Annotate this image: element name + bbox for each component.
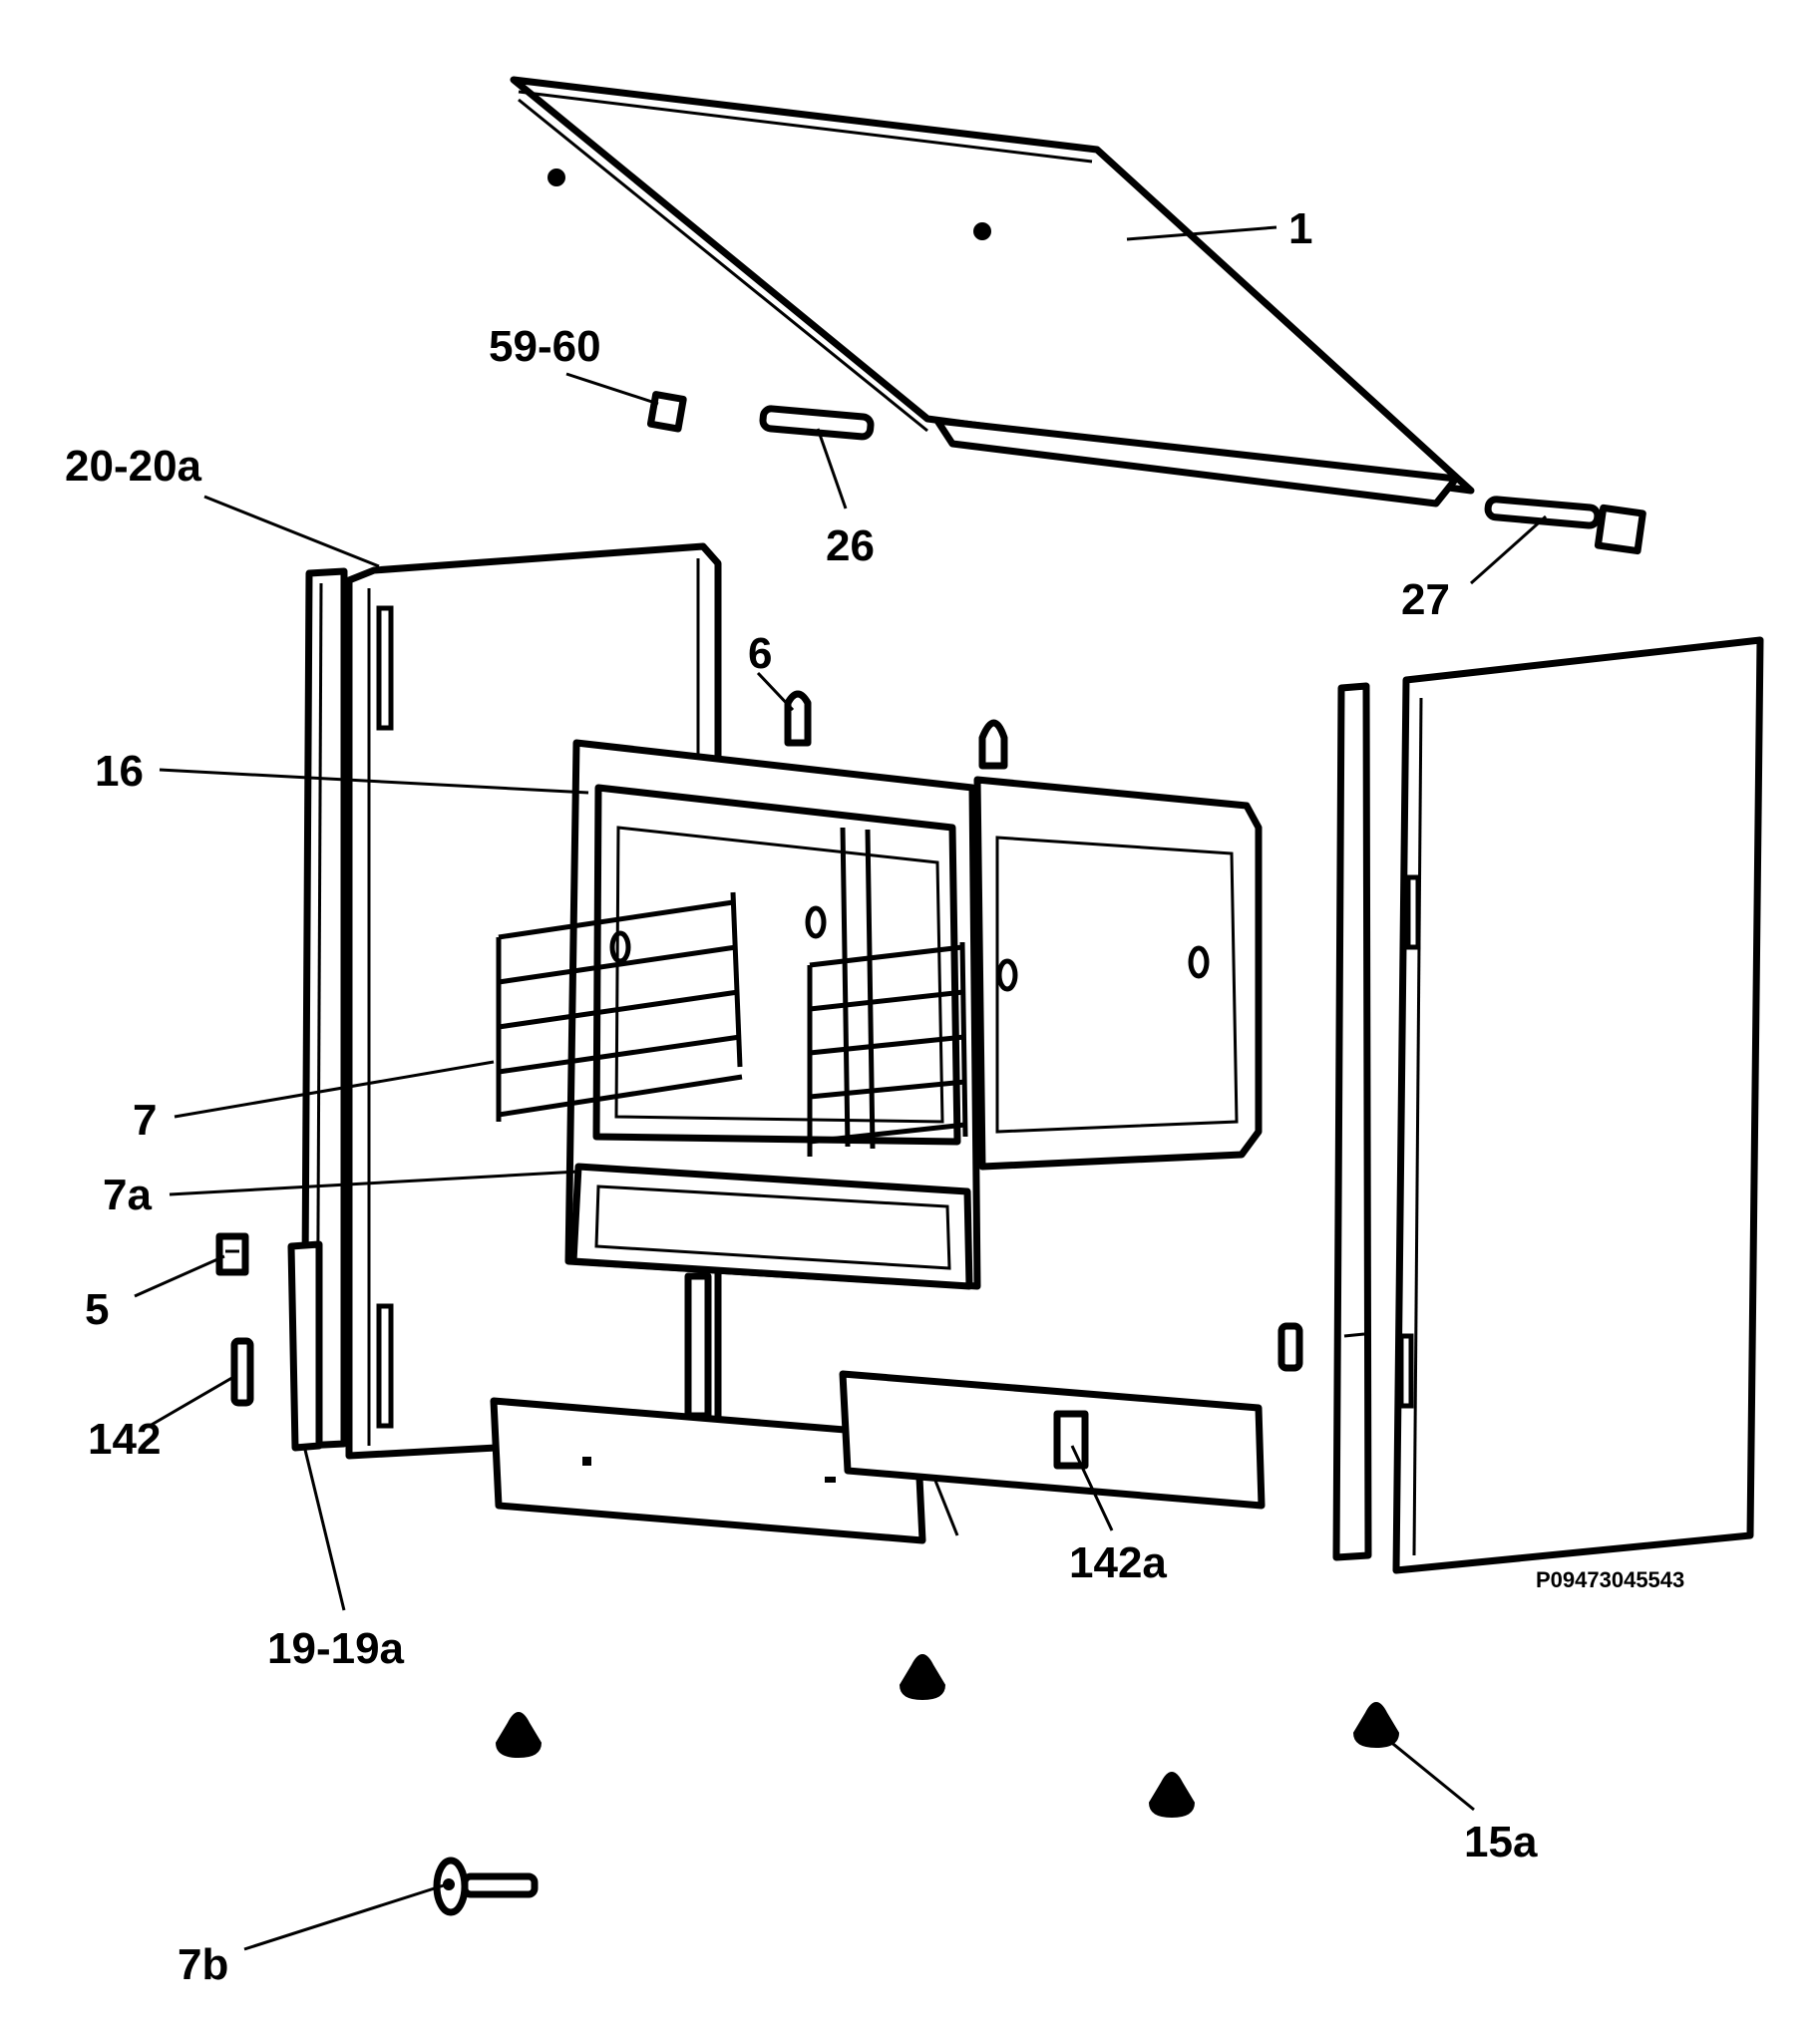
- adjustable-screw-7b: [433, 1857, 539, 1916]
- drawing-code: P09473045543: [1536, 1567, 1684, 1592]
- lower-front-panel-left: [490, 1397, 959, 1544]
- label-part-5: 5: [85, 1285, 109, 1334]
- label-part-1: 1: [1288, 204, 1312, 253]
- hinge-rod-26: [759, 405, 875, 441]
- foot: [899, 1654, 946, 1701]
- label-part-20-20a: 20-20a: [65, 442, 202, 491]
- label-part-7: 7: [133, 1096, 157, 1145]
- label-part-27: 27: [1401, 575, 1450, 624]
- label-part-6: 6: [748, 629, 772, 678]
- label-part-7a: 7a: [103, 1171, 152, 1219]
- right-side-rail: [1332, 682, 1372, 1561]
- oven-cavity: [564, 719, 1263, 1420]
- label-part-15a: 15a: [1464, 1818, 1538, 1866]
- label-part-59-60: 59-60: [489, 322, 601, 371]
- clip-5: [215, 1232, 249, 1276]
- label-part-19-19a: 19-19a: [267, 1624, 405, 1673]
- label-part-26: 26: [826, 521, 875, 570]
- hinge-27: [1484, 496, 1646, 555]
- label-part-142a: 142a: [1069, 1538, 1167, 1587]
- label-part-142: 142: [88, 1415, 161, 1464]
- right-side-panel: [1392, 636, 1764, 1574]
- clip-6: [784, 690, 812, 747]
- foot: [1352, 1702, 1400, 1749]
- clip-142: [230, 1337, 254, 1407]
- clip-59-60: [646, 391, 687, 433]
- foot: [1148, 1772, 1196, 1819]
- lower-front-panel-right: [839, 1322, 1303, 1510]
- label-part-16: 16: [95, 747, 144, 796]
- left-shelf-support: [496, 891, 743, 1122]
- foot: [495, 1712, 543, 1759]
- right-shelf-support: [807, 941, 968, 1157]
- left-side-rail: [287, 567, 348, 1452]
- label-part-7b: 7b: [178, 1940, 228, 1989]
- leader-lines: [134, 225, 1547, 1951]
- top-cover-panel: [510, 76, 1475, 508]
